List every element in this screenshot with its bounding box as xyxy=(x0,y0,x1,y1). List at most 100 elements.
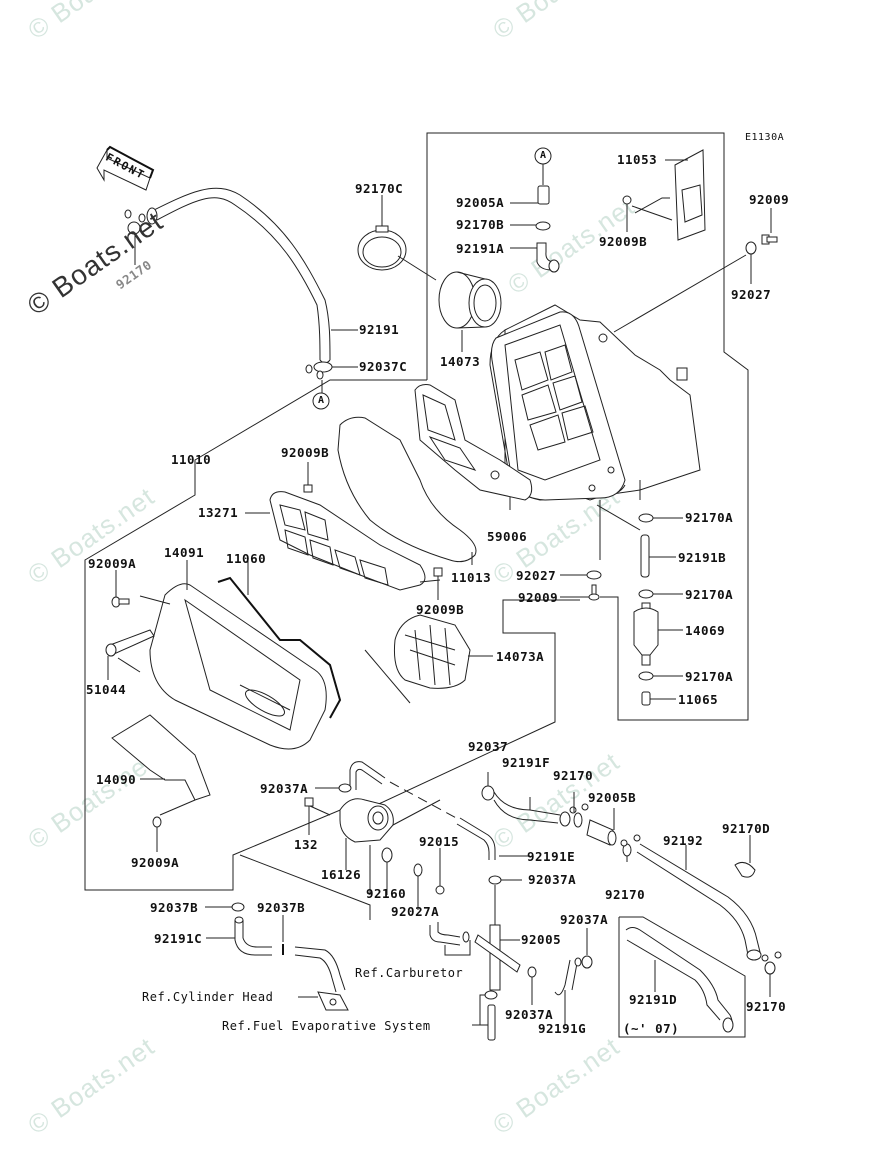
clamp-92170-top xyxy=(124,209,146,265)
part-label-132[interactable]: 132 xyxy=(294,837,319,852)
part-label-13271[interactable]: 13271 xyxy=(198,505,239,520)
part-label-92192[interactable]: 92192 xyxy=(663,833,704,848)
part-label-16126[interactable]: 16126 xyxy=(321,867,362,882)
pipe-fuel-evap xyxy=(472,990,498,1041)
front-arrow-icon xyxy=(96,145,155,191)
clamp-92037 xyxy=(481,772,495,801)
part-label-14090[interactable]: 14090 xyxy=(96,772,137,787)
part-label-92170A-2[interactable]: 92170A xyxy=(685,587,734,602)
screw-92009A-low xyxy=(152,816,162,852)
part-label-92191C[interactable]: 92191C xyxy=(154,931,203,946)
ref-fuel-evaporative-system[interactable]: Ref.Fuel Evaporative System xyxy=(222,1019,431,1033)
clamp-92170B xyxy=(510,221,551,231)
rod-51044 xyxy=(105,629,155,680)
part-label-14091[interactable]: 14091 xyxy=(164,545,205,560)
screw-92009B-low xyxy=(433,567,443,600)
part-label-92170-b[interactable]: 92170 xyxy=(605,887,646,902)
part-label-14069[interactable]: 14069 xyxy=(685,623,726,638)
screw-92009B-mid xyxy=(303,462,313,493)
callout-a-bottom-label: A xyxy=(318,395,325,406)
screw-92009-mid xyxy=(560,584,600,601)
ref-carburetor[interactable]: Ref.Carburetor xyxy=(355,966,464,980)
part-label-92009A-low[interactable]: 92009A xyxy=(131,855,180,870)
clamp-92037B-a xyxy=(205,902,245,912)
part-label-11013[interactable]: 11013 xyxy=(451,570,492,585)
part-label-92027-mid[interactable]: 92027 xyxy=(516,568,557,583)
part-label-92005A[interactable]: 92005A xyxy=(456,195,505,210)
part-label-92037A-d[interactable]: 92037A xyxy=(560,912,609,927)
part-label-92170-a[interactable]: 92170 xyxy=(553,768,594,783)
part-label-92170D[interactable]: 92170D xyxy=(722,821,771,836)
clamp-92037C xyxy=(305,361,358,393)
part-label-92037C[interactable]: 92037C xyxy=(359,359,408,374)
part-label-11065[interactable]: 11065 xyxy=(678,692,719,707)
part-label-11053[interactable]: 11053 xyxy=(617,152,658,167)
filter-59006 xyxy=(414,384,533,510)
filter-14069 xyxy=(633,602,683,666)
part-label-59006[interactable]: 59006 xyxy=(487,529,528,544)
screw-92009A-top xyxy=(111,570,130,608)
duct-14073 xyxy=(438,271,502,352)
part-label-92027A[interactable]: 92027A xyxy=(391,904,440,919)
part-label-92009B-top[interactable]: 92009B xyxy=(599,234,648,249)
part-label-92160[interactable]: 92160 xyxy=(366,886,407,901)
part-label-92037A-b[interactable]: 92037A xyxy=(528,872,577,887)
clamp-92037A-d xyxy=(581,928,593,969)
hose-92192 xyxy=(636,843,762,961)
part-label-92027-top[interactable]: 92027 xyxy=(731,287,772,302)
hose-92191F xyxy=(493,791,571,827)
box-92191D xyxy=(618,916,746,1038)
part-label-92009-top[interactable]: 92009 xyxy=(749,192,790,207)
part-label-92191E[interactable]: 92191E xyxy=(527,849,576,864)
part-label-14073[interactable]: 14073 xyxy=(440,354,481,369)
clamp-92170-c xyxy=(761,951,782,997)
part-label-92037A-c[interactable]: 92037A xyxy=(505,1007,554,1022)
nut-92015 xyxy=(435,848,445,895)
clamp-92170-a xyxy=(569,792,589,828)
part-label-92170C[interactable]: 92170C xyxy=(355,181,404,196)
hose-92191C xyxy=(206,916,272,956)
group-outline-top xyxy=(84,132,749,891)
part-label-92191D[interactable]: 92191D xyxy=(629,992,678,1007)
part-label-51044[interactable]: 51044 xyxy=(86,682,127,697)
clamp-92170D xyxy=(734,835,756,878)
pipe-cylinder-head xyxy=(294,946,349,1011)
clamp-92170A-3 xyxy=(638,671,683,681)
part-label-92191F[interactable]: 92191F xyxy=(502,755,551,770)
part-label-92037A-pump[interactable]: 92037A xyxy=(260,781,309,796)
screw-92009B-top xyxy=(622,195,632,232)
part-label-92015[interactable]: 92015 xyxy=(419,834,460,849)
part-label-92170A-3[interactable]: 92170A xyxy=(685,669,734,684)
clamp-92170A-1 xyxy=(638,513,683,523)
part-label-92170B[interactable]: 92170B xyxy=(456,217,505,232)
bolt-132 xyxy=(304,797,331,835)
part-label-92037B-a[interactable]: 92037B xyxy=(150,900,199,915)
part-label-92005B[interactable]: 92005B xyxy=(588,790,637,805)
part-label-92170A-1[interactable]: 92170A xyxy=(685,510,734,525)
part-label-92191[interactable]: 92191 xyxy=(359,322,400,337)
clamp-92170A-2 xyxy=(638,589,683,599)
airbox-housing xyxy=(489,304,701,560)
plate-13271 xyxy=(245,491,441,591)
part-label-92005[interactable]: 92005 xyxy=(521,932,562,947)
part-label-92191A[interactable]: 92191A xyxy=(456,241,505,256)
part-label-11010[interactable]: 11010 xyxy=(171,452,212,467)
part-label-92170-c[interactable]: 92170 xyxy=(746,999,787,1014)
part-label-92009B-low[interactable]: 92009B xyxy=(416,602,465,617)
part-label-14073A[interactable]: 14073A xyxy=(496,649,545,664)
part-label-92009B-mid[interactable]: 92009B xyxy=(281,445,330,460)
callout-a-bottom xyxy=(312,392,330,410)
part-label-92191G[interactable]: 92191G xyxy=(538,1021,587,1036)
hose-upper-short xyxy=(349,761,461,821)
part-label-92009A-top[interactable]: 92009A xyxy=(88,556,137,571)
part-label-92037[interactable]: 92037 xyxy=(468,739,509,754)
cap-11065 xyxy=(641,691,676,706)
part-label-11060[interactable]: 11060 xyxy=(226,551,267,566)
part-label-92009-mid[interactable]: 92009 xyxy=(518,590,559,605)
part-label-92191B[interactable]: 92191B xyxy=(678,550,727,565)
ref-cylinder-head[interactable]: Ref.Cylinder Head xyxy=(142,990,274,1004)
element-11013 xyxy=(337,416,477,565)
fuel-pump-16126 xyxy=(339,798,441,870)
washer-92027-top xyxy=(613,241,757,333)
part-label-92037B-b[interactable]: 92037B xyxy=(257,900,306,915)
